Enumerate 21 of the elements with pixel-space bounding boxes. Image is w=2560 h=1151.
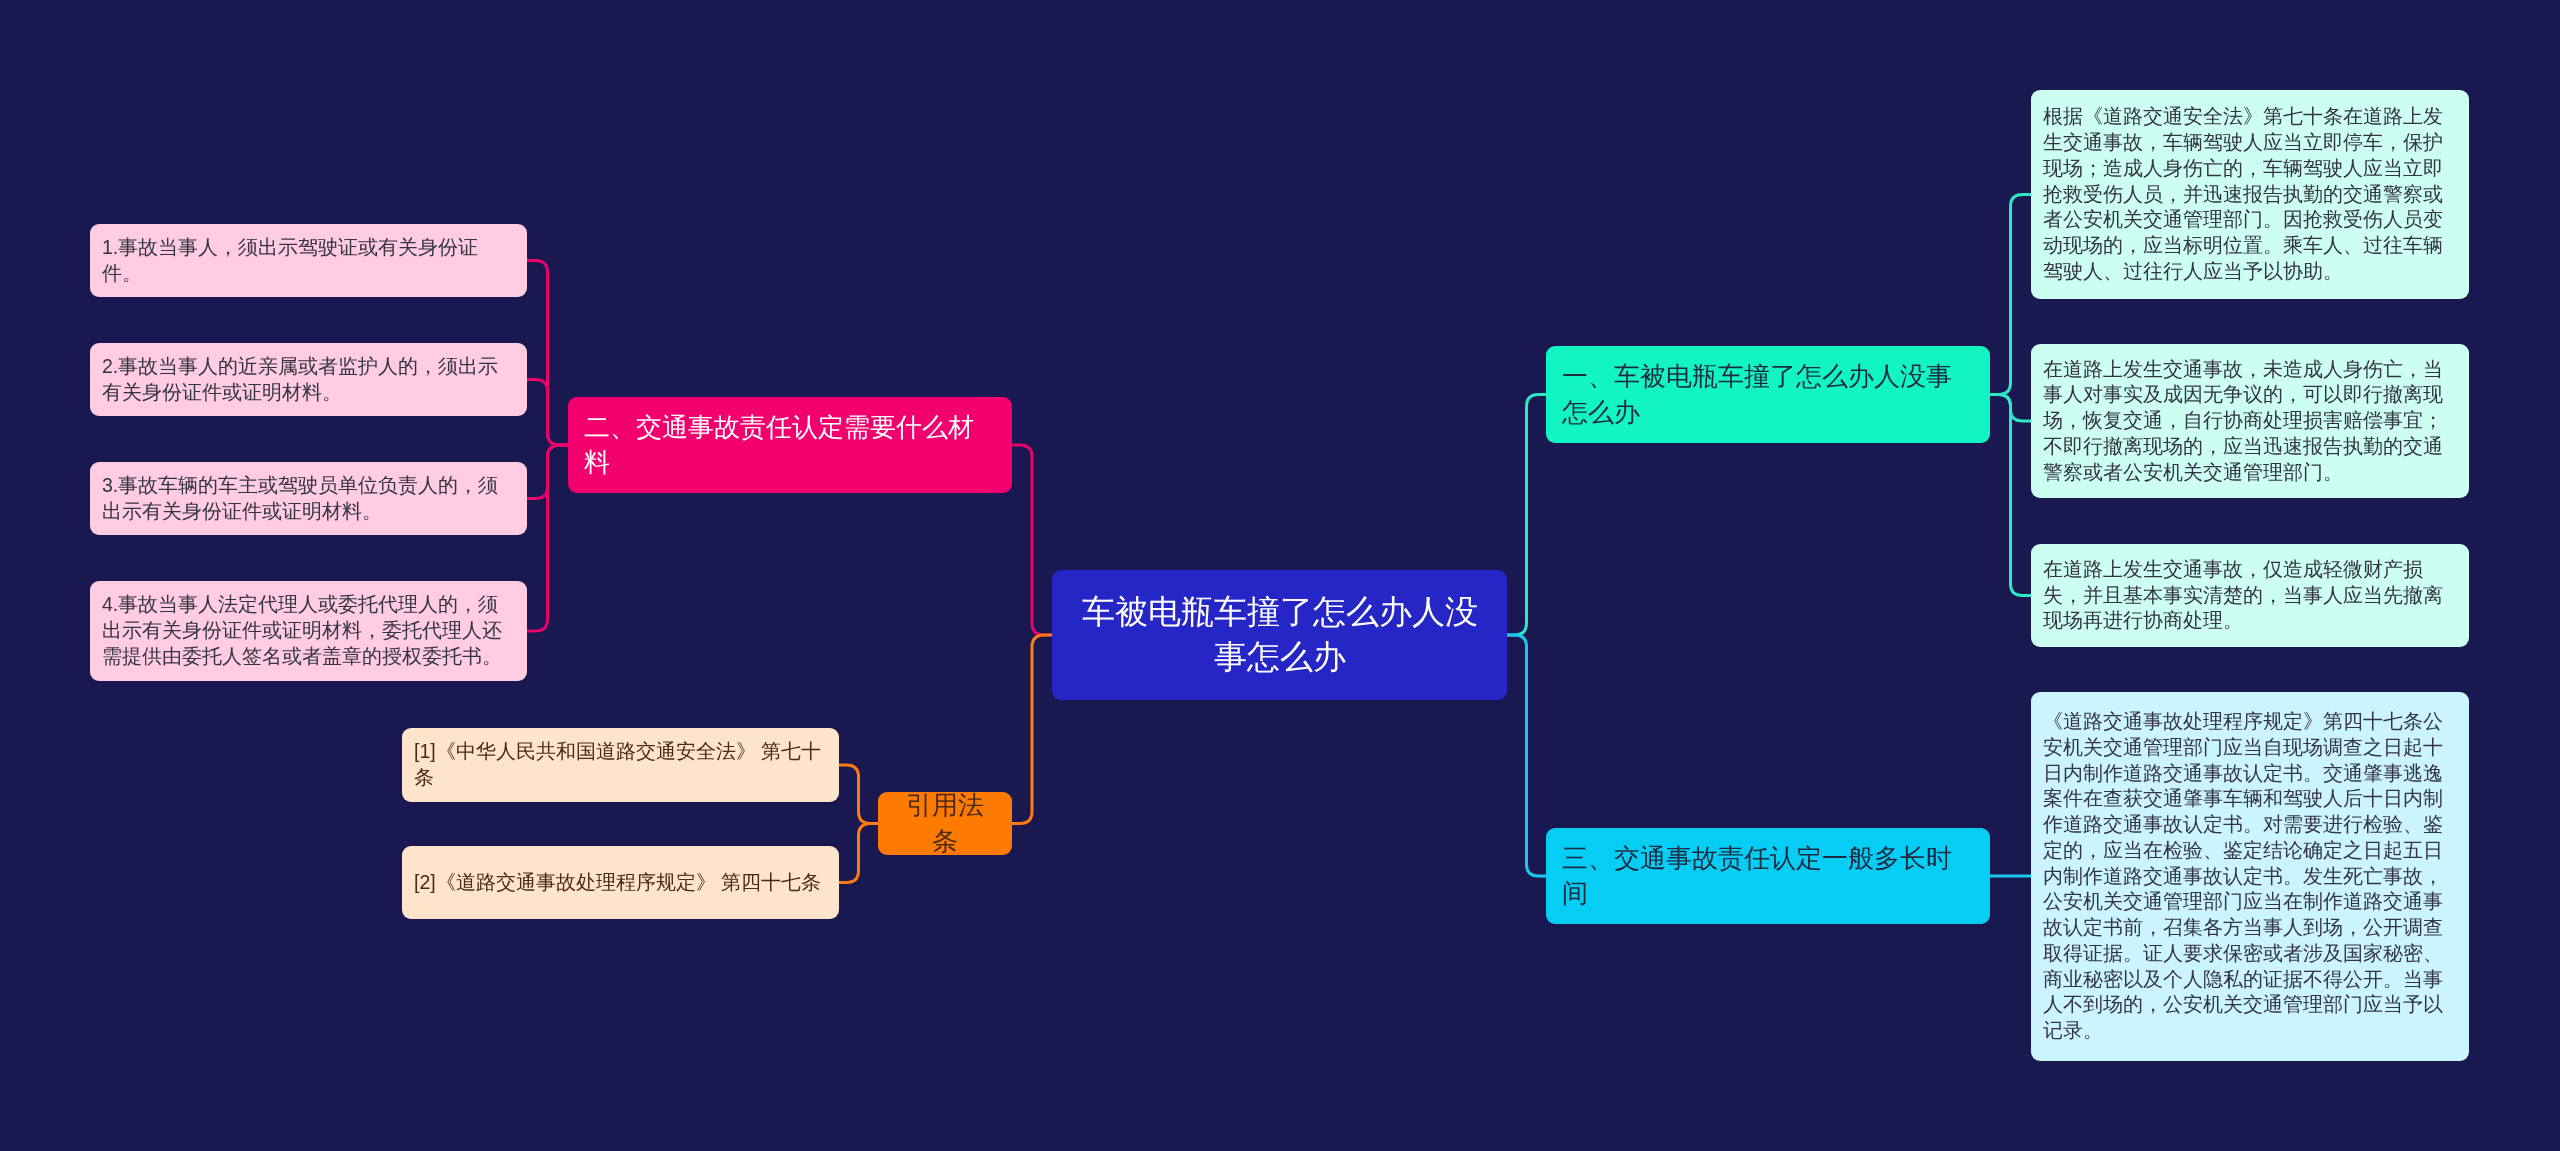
connector-line xyxy=(1507,633,1546,878)
topic-box: 三、交通事故责任认定一般多长时间 xyxy=(1546,828,1990,924)
central-topic-box: 车被电瓶车撞了怎么办人没事怎么办 xyxy=(1052,570,1507,700)
connector-line xyxy=(1012,633,1052,825)
note-box: 《道路交通事故处理程序规定》第四十七条公安机关交通管理部门应当自现场调查之日起十日内制作道路交通事故认定书。交通肇事逃逸案件在查获交通肇事车辆和驾驶人后十日内制作道路交通事故认定书。对需要进行检验、鉴定的，应当在检验、鉴定结论确定之日起五日内制作道路交通事故认定书。发生死亡事故，公安机关交通管理部门应当在制作道路交通事故认定书前，召集各方当事人到场，公开调查取得证据。证人要求保密或者涉及国家秘密、商业秘密以及个人隐私的证据不得公开。当事人不到场的，公安机关交通管理部门应当予以记录。 xyxy=(2031,692,2469,1061)
note-box: 在道路上发生交通事故，未造成人身伤亡，当事人对事实及成因无争议的，可以即行撤离现场，恢复交通，自行协商处理损害赔偿事宜；不即行撤离现场的，应当迅速报告执勤的交通警察或者公安机关交通管理部门。 xyxy=(2031,344,2469,498)
note-box: 3.事故车辆的车主或驾驶员单位负责人的，须出示有关身份证件或证明材料。 xyxy=(90,462,527,535)
note-box: 根据《道路交通安全法》第七十条在道路上发生交通事故，车辆驾驶人应当立即停车，保护现场；造成人身伤亡的，车辆驾驶人应当立即抢救受伤人员，并迅速报告执勤的交通警察或者公安机关交通管理部门。因抢救受伤人员变动现场的，应当标明位置。乘车人、过往车辆驾驶人、过往行人应当予以协助。 xyxy=(2031,90,2469,299)
connector-line xyxy=(839,822,878,884)
note-box: [1]《中华人民共和国道路交通安全法》 第七十条 xyxy=(402,728,839,802)
note-box: [2]《道路交通事故处理程序规定》 第四十七条 xyxy=(402,846,839,919)
note-box: 2.事故当事人的近亲属或者监护人的，须出示有关身份证件或证明材料。 xyxy=(90,343,527,416)
note-box: 4.事故当事人法定代理人或委托代理人的，须出示有关身份证件或证明材料，委托代理人还需提供由委托人签名或者盖章的授权委托书。 xyxy=(90,581,527,681)
topic-box: 二、交通事故责任认定需要什么材料 xyxy=(568,397,1012,493)
connector-line xyxy=(527,443,568,633)
note-box: 在道路上发生交通事故，仅造成轻微财产损失，并且基本事实清楚的，当事人应当先撤离现场再进行协商处理。 xyxy=(2031,544,2469,647)
note-box: 1.事故当事人，须出示驾驶证或有关身份证件。 xyxy=(90,224,527,297)
connector-line xyxy=(1990,874,2031,878)
connector-line xyxy=(1990,393,2031,597)
topic-box: 一、车被电瓶车撞了怎么办人没事怎么办 xyxy=(1546,346,1990,443)
topic-box: 引用法条 xyxy=(878,792,1012,855)
